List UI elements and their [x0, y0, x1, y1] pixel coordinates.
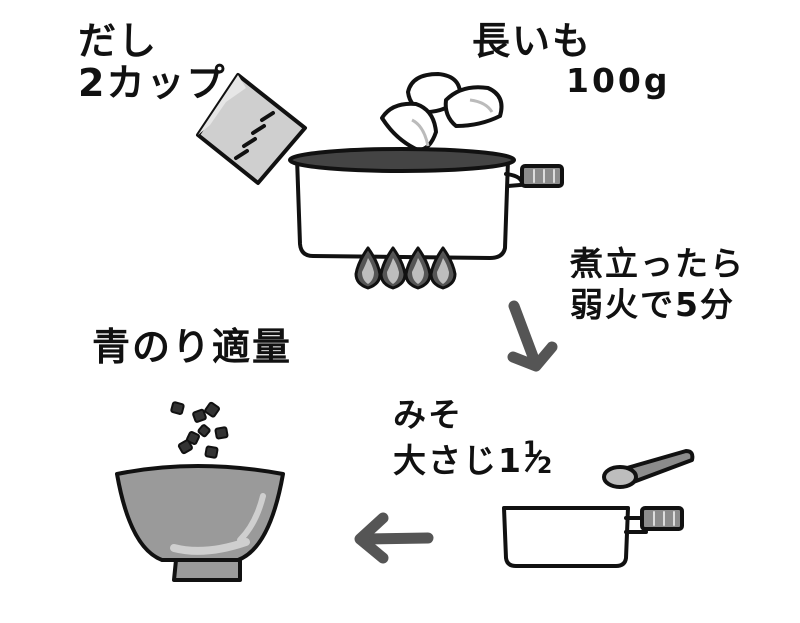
aonori-flake-icon [170, 401, 229, 459]
aonori-label: 青のり適量 [92, 325, 293, 369]
bowl-icon [115, 464, 285, 582]
dashi-label: だし [78, 19, 159, 63]
arrow-icon [507, 300, 558, 372]
dashi-amount: 2カップ [78, 61, 227, 105]
miso-fraction-denominator: 2 [536, 454, 555, 479]
simmer-label: 煮立ったら [570, 244, 745, 283]
measuring-spoon-icon [602, 449, 695, 489]
simmer-time: 弱火で5分 [570, 285, 735, 324]
measuring-cup-icon [196, 73, 307, 185]
yam-label: 長いも [472, 19, 593, 63]
arrow-icon [354, 512, 434, 564]
pot-icon [288, 147, 564, 260]
yam-chunk-icon [380, 72, 504, 152]
yam-amount: 100g [566, 61, 671, 100]
saucepan-icon [502, 506, 684, 568]
miso-label: みそ [393, 395, 463, 434]
flame-icon [354, 246, 457, 290]
miso-amount-prefix: 大さじ1 [393, 441, 523, 480]
